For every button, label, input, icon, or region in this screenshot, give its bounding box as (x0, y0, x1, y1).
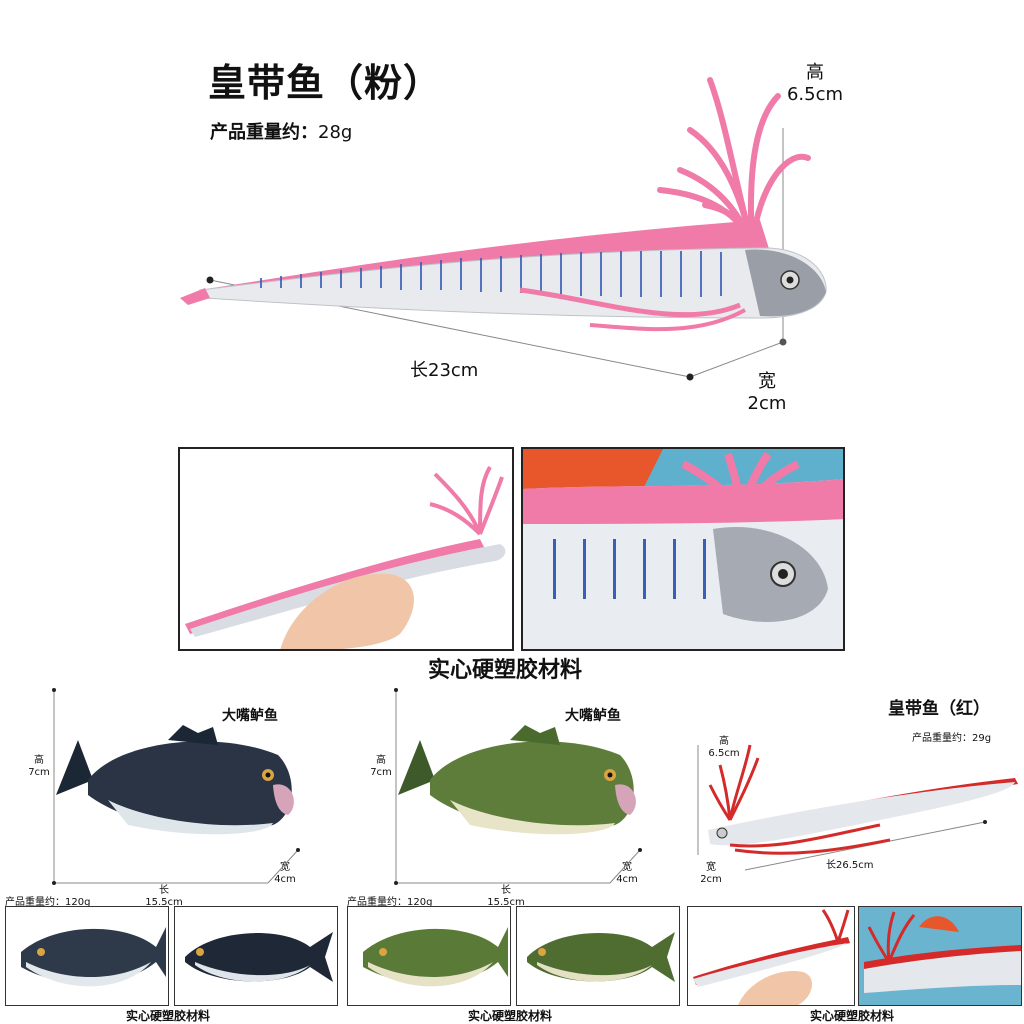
bass-green-illustration (394, 688, 642, 885)
red-oarfish-height: 高 6.5cm (704, 736, 744, 760)
photo-hand-holding (178, 447, 514, 651)
height-dimension: 高 6.5cm (782, 62, 848, 106)
height-value: 6.5cm (786, 84, 844, 105)
bass-green-width-value: 4cm (616, 874, 638, 885)
bass-dark-width-label: 宽 (280, 862, 290, 873)
bass-green-photo-1-illustration (363, 927, 508, 987)
bass-green-photo-2-illustration (527, 932, 675, 982)
red-oarfish-weight: 产品重量约：29g (912, 733, 992, 744)
bass-green-height-value: 7cm (370, 767, 392, 778)
bass-green-title: 大嘴鲈鱼 (565, 708, 621, 724)
bass-dark-length: 长 15.5cm (140, 885, 188, 909)
bass-dark-height: 高 7cm (28, 755, 50, 779)
red-oarfish-photo-2-illustration (859, 907, 1021, 1005)
red-oarfish-width-label: 宽 (706, 862, 716, 873)
bass-green-width-label: 宽 (622, 862, 632, 873)
bass-dark-illustration (52, 688, 300, 885)
bass-green-photo-2 (516, 906, 680, 1006)
red-oarfish-photo-2 (858, 906, 1022, 1006)
bass-dark-length-value: 15.5cm (145, 897, 183, 908)
bass-green-length-label: 长 (501, 885, 511, 896)
length-dimension: 长23cm (410, 360, 479, 381)
width-value: 2cm (747, 393, 787, 414)
product-title: 皇带鱼（粉） (208, 61, 443, 105)
pink-oarfish-illustration (180, 77, 827, 381)
bass-dark-photo-2 (174, 906, 338, 1006)
aquarium-photo-illustration (523, 449, 843, 649)
bass-green-length-value: 15.5cm (487, 897, 525, 908)
bass-green-width: 宽 4cm (612, 862, 642, 886)
bass-dark-weight: 产品重量约：120g (5, 897, 91, 908)
red-oarfish-title: 皇带鱼（红） (888, 699, 990, 719)
bass-dark-width-value: 4cm (274, 874, 296, 885)
bass-dark-photo-1-illustration (21, 927, 166, 987)
red-oarfish-width-value: 2cm (700, 874, 722, 885)
hand-photo-illustration (185, 465, 506, 649)
bass-green-height-label: 高 (376, 755, 386, 766)
bass-dark-title: 大嘴鲈鱼 (222, 708, 278, 724)
product-weight: 产品重量约：28g (210, 118, 352, 144)
bass-green-length: 长 15.5cm (482, 885, 530, 909)
bass-dark-photo-1 (5, 906, 169, 1006)
bass-dark-photo-2-illustration (185, 932, 333, 982)
red-oarfish-height-label: 高 (719, 736, 729, 747)
red-oarfish-illustration (697, 744, 1018, 871)
width-dimension: 宽 2cm (742, 371, 792, 415)
bass-dark-material: 实心硬塑胶材料 (126, 1009, 211, 1023)
photo-aquarium (521, 447, 845, 651)
red-oarfish-photo-1-illustration (693, 909, 850, 1005)
bass-green-height: 高 7cm (370, 755, 392, 779)
red-oarfish-material: 实心硬塑胶材料 (810, 1009, 895, 1023)
height-label: 高 (806, 62, 824, 83)
bass-dark-length-label: 长 (159, 885, 169, 896)
red-oarfish-width: 宽 2cm (698, 862, 724, 886)
red-oarfish-photo-1 (687, 906, 855, 1006)
main-material-caption: 实心硬塑胶材料 (428, 658, 583, 683)
red-oarfish-height-value: 6.5cm (708, 748, 740, 759)
bass-green-material: 实心硬塑胶材料 (468, 1009, 553, 1023)
bass-green-photo-1 (347, 906, 511, 1006)
bass-dark-height-label: 高 (34, 755, 44, 766)
bass-dark-height-value: 7cm (28, 767, 50, 778)
bass-dark-width: 宽 4cm (270, 862, 300, 886)
red-oarfish-length: 长26.5cm (826, 860, 874, 871)
weight-value: 28g (318, 122, 353, 143)
weight-label: 产品重量约： (210, 122, 318, 143)
width-label: 宽 (758, 371, 776, 392)
bass-green-weight: 产品重量约：120g (347, 897, 433, 908)
